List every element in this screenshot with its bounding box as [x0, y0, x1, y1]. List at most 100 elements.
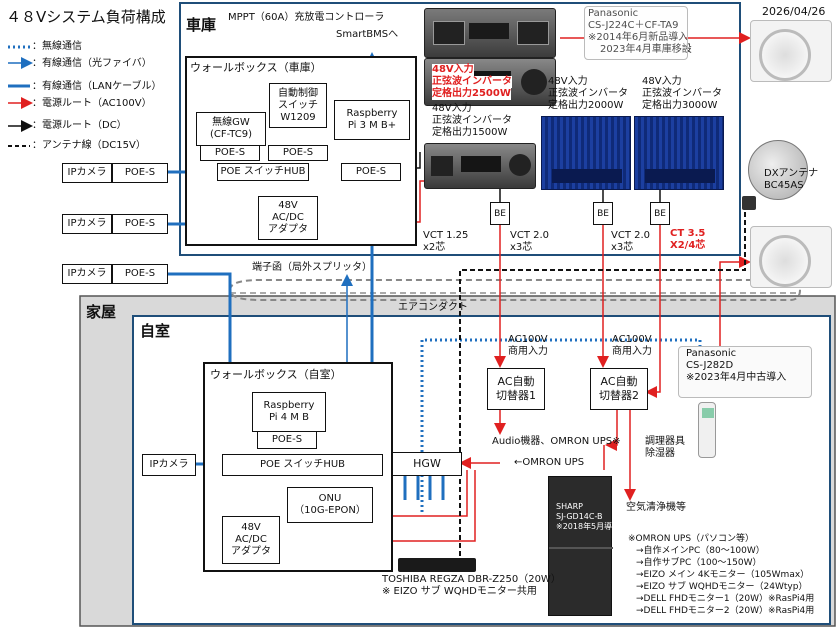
ups-list-item: →DELL FHDモニター1（20W）※RasPi4用 — [636, 594, 815, 604]
garage-gw-line1: 無線GW — [212, 117, 250, 128]
garage-title: 車庫 — [186, 16, 217, 34]
aircon-room-line1: Panasonic — [686, 348, 737, 359]
aircon-garage-line3: ※2014年6月新品導入 — [588, 32, 689, 43]
aircon-room-indoor-image — [678, 346, 812, 398]
fridge-image — [548, 476, 613, 616]
aircon-duct-label: エアコンダクト — [398, 302, 468, 313]
myroom-ipcam: IPカメラ — [142, 454, 196, 476]
garage-adapter: 48V AC/DC アダプタ — [258, 196, 318, 240]
legend-wireless: ：無線通信 — [32, 41, 82, 52]
ipcam-2: IPカメラ — [62, 214, 112, 234]
inv1500-line1: 48V入力 — [432, 103, 472, 114]
vct125-line1: VCT 1.25 — [423, 230, 469, 241]
garage-gw-line2: (CF-TC9) — [209, 129, 253, 140]
myroom-title: 自室 — [140, 322, 171, 340]
inverter-2000w-image — [541, 116, 631, 190]
be-box-2: BE — [593, 202, 613, 225]
ipcam-3: IPカメラ — [62, 264, 112, 284]
terminal-box-label: 端子函（局外スプリッタ） — [252, 262, 372, 273]
myroom-adapter-line2: AC/DC — [235, 534, 267, 545]
house-title: 家屋 — [86, 303, 117, 321]
aircon-garage-line1: Panasonic — [588, 8, 639, 19]
legend-fiber: ：有線通信（光ファイバ） — [32, 58, 152, 69]
myroom-adapter-line1: 48V — [241, 522, 261, 533]
date-label: 2026/04/26 — [762, 5, 826, 18]
vct20b-line1: VCT 2.0 — [611, 230, 651, 241]
garage-gw-poes: POE-S — [200, 145, 260, 161]
fridge-line3: ※2018年5月導入 — [556, 522, 621, 531]
ups-list-item: →EIZO メイン 4Kモニター（105Wmax） — [636, 570, 810, 580]
inv2000-line3: 定格出力2000W — [548, 100, 624, 111]
regza-image — [398, 558, 476, 572]
ac-input2-line2: 商用入力 — [612, 346, 652, 357]
garage-switch-poes: POE-S — [268, 145, 328, 161]
aircon-garage-line2: CS-J224C＋CF-TA9 — [588, 20, 679, 31]
ats1-line2: 切替器1 — [496, 389, 536, 402]
inv2500-line1: 48V入力 — [432, 64, 474, 76]
ups-list-item: →DELL FHDモニター2（20W）※RasPi4用 — [636, 606, 815, 616]
inv3000-line1: 48V入力 — [642, 76, 682, 87]
ac-input2-line1: AC100V — [612, 334, 652, 345]
diagram-title: ４８Vシステム負荷構成 — [6, 8, 166, 26]
ipcam-1: IPカメラ — [62, 163, 112, 183]
garage-adapter-line2: AC/DC — [272, 212, 304, 223]
inv1500-line3: 定格出力1500W — [432, 127, 508, 138]
humid-line2: 除湿器 — [645, 448, 675, 459]
ats-1: AC自動 切替器1 — [487, 368, 545, 410]
ipcam-1-poes: POE-S — [112, 163, 168, 183]
aircon-garage-line4: 2023年4月車庫移設 — [600, 44, 692, 55]
garage-rpi-line2: Pi 3 M B+ — [347, 120, 397, 131]
myroom-onu: ONU （10G-EPON） — [287, 487, 373, 523]
myroom-rpi-line1: Raspberry — [263, 400, 315, 411]
garage-switch-line1: 自動制御 — [278, 87, 318, 99]
legend-ac100v: ：電源ルート（AC100V） — [32, 98, 152, 109]
garage-wallbox-title: ウォールボックス（車庫） — [190, 61, 322, 74]
mppt-controller-image — [424, 8, 556, 58]
omron-ups-label: ←OMRON UPS — [514, 457, 585, 468]
myroom-onu-line2: （10G-EPON） — [294, 505, 366, 516]
ups-list-item: →自作メインPC（80～100W） — [636, 546, 765, 556]
outdoor-unit-room-image — [750, 226, 832, 288]
purifier-label: 空気清浄機等 — [626, 502, 686, 513]
ipcam-2-poes: POE-S — [112, 214, 168, 234]
garage-switch-line2: スイッチ — [278, 99, 318, 111]
garage-adapter-line1: 48V — [278, 200, 298, 211]
regza-line1: TOSHIBA REGZA DBR-Z250（20W） — [382, 574, 561, 585]
humid-line1: 調理器具 — [645, 436, 685, 447]
ac-input1-line1: AC100V — [508, 334, 548, 345]
myroom-poe-hub: POE スイッチHUB — [222, 454, 383, 476]
inv2000-line1: 48V入力 — [548, 76, 588, 87]
aircon-remote-image — [698, 402, 716, 458]
ats-2: AC自動 切替器2 — [590, 368, 648, 410]
ats2-line2: 切替器2 — [599, 389, 639, 402]
ups-list-item: →EIZO サブ WQHDモニター（24Wtyp） — [636, 582, 808, 592]
vct20b-line2: x3芯 — [611, 242, 634, 253]
myroom-wallbox-title: ウォールボックス（自室） — [210, 368, 342, 381]
inv2000-line2: 正弦波インバータ — [548, 88, 628, 99]
inverter-3000w-image — [634, 116, 724, 190]
ipcam-3-poes: POE-S — [112, 264, 168, 284]
myroom-rpi-poes: POE-S — [257, 431, 317, 449]
inv3000-line3: 定格出力3000W — [642, 100, 718, 111]
ups-load-list: ※OMRON UPS（パソコン等） →自作メインPC（80～100W） →自作サ… — [628, 533, 814, 617]
dx-antenna-line1: DXアンテナ — [764, 168, 819, 179]
myroom-adapter-line3: アダプタ — [231, 546, 271, 557]
dx-antenna-image — [742, 140, 810, 212]
smartbms-label: SmartBMSへ — [336, 29, 399, 40]
garage-rpi-line1: Raspberry — [346, 108, 398, 119]
mppt-label: MPPT（60A）充放電コントローラ — [228, 12, 385, 23]
be-box-1: BE — [490, 202, 510, 225]
dx-antenna-line2: BC45AS — [764, 180, 804, 191]
garage-poe-hub: POE スイッチHUB — [217, 163, 309, 181]
ups-list-item: →自作サブPC（100～150W） — [636, 558, 762, 568]
inv3000-line2: 正弦波インバータ — [642, 88, 722, 99]
vct20a-line2: x3芯 — [510, 242, 533, 253]
audio-label: Audio機器、OMRON UPS※ — [492, 436, 621, 447]
be-box-3: BE — [650, 202, 670, 225]
garage-gw: 無線GW (CF-TC9) — [196, 112, 266, 146]
vct20a-line1: VCT 2.0 — [510, 230, 550, 241]
vct125-line2: x2芯 — [423, 242, 446, 253]
ct35-line2: X2/4芯 — [670, 240, 706, 251]
legend-dc: ：電源ルート（DC） — [32, 120, 127, 131]
ats1-line1: AC自動 — [497, 375, 535, 388]
